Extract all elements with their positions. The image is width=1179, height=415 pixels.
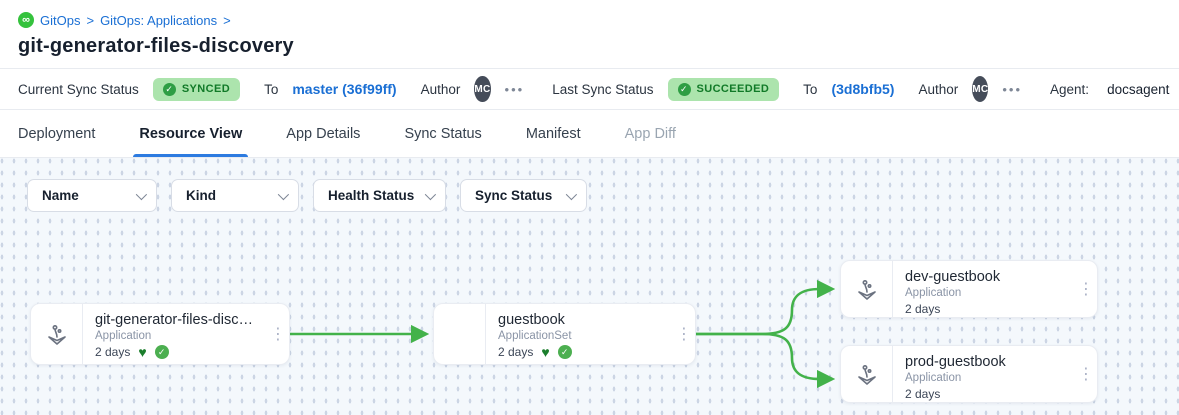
tab-bar: Deployment Resource View App Details Syn… xyxy=(0,110,1179,158)
current-author-label: Author xyxy=(420,81,461,97)
argo-app-icon xyxy=(841,346,893,402)
tab-app-details[interactable]: App Details xyxy=(286,125,361,142)
current-more-icon[interactable]: ••• xyxy=(504,81,525,97)
chevron-down-icon xyxy=(277,188,290,200)
sync-check-icon: ✓ xyxy=(154,345,169,359)
breadcrumb: ∞ GitOps > GitOps: Applications > xyxy=(18,12,1161,28)
health-heart-icon: ♥ xyxy=(541,344,550,360)
filter-health-status-label: Health Status xyxy=(328,188,415,203)
node-age: 2 days xyxy=(498,345,534,359)
current-sync-status-label: Current Sync Status xyxy=(18,81,139,97)
node-title: prod-guestbook xyxy=(905,354,1006,370)
filter-sync-status-label: Sync Status xyxy=(475,188,553,203)
tab-sync-status[interactable]: Sync Status xyxy=(404,125,482,142)
tab-deployment[interactable]: Deployment xyxy=(18,125,96,142)
node-body: git-generator-files-disco... Application… xyxy=(83,304,267,364)
last-sync-status-label: Last Sync Status xyxy=(552,81,654,97)
resource-graph: Name Kind Health Status Sync Status xyxy=(0,158,1179,415)
page-title: git-generator-files-discovery xyxy=(18,35,294,57)
node-age: 2 days xyxy=(95,345,131,359)
page-header: ∞ GitOps > GitOps: Applications > git-ge… xyxy=(0,0,1179,68)
status-bar: Current Sync Status ✓ SYNCED To master (… xyxy=(0,68,1179,110)
node-title: dev-guestbook xyxy=(905,269,1001,285)
filter-kind-dropdown[interactable]: Kind xyxy=(171,179,299,212)
chevron-down-icon xyxy=(565,188,578,200)
node-kind: ApplicationSet xyxy=(498,330,572,342)
chevron-down-icon xyxy=(135,188,148,200)
current-to-label: To xyxy=(264,81,279,97)
last-author-label: Author xyxy=(918,81,959,97)
node-body: guestbook ApplicationSet 2 days ♥ ✓ xyxy=(486,304,673,364)
gitops-logo-icon: ∞ xyxy=(18,12,34,28)
breadcrumb-gitops[interactable]: GitOps xyxy=(40,12,81,28)
last-sync-status-value: SUCCEEDED xyxy=(696,83,770,95)
node-body: dev-guestbook Application 2 days xyxy=(893,261,1075,317)
filter-kind-label: Kind xyxy=(186,188,216,203)
node-guestbook[interactable]: guestbook ApplicationSet 2 days ♥ ✓ ⋮ xyxy=(433,303,696,365)
node-menu-kebab-icon[interactable]: ⋮ xyxy=(1078,281,1094,298)
breadcrumb-separator: > xyxy=(86,12,95,28)
last-sync-status-badge: ✓ SUCCEEDED xyxy=(667,77,780,101)
agent-label: Agent: xyxy=(1050,81,1090,97)
last-to-label: To xyxy=(803,81,818,97)
tab-manifest[interactable]: Manifest xyxy=(525,125,581,142)
node-age: 2 days xyxy=(905,302,941,316)
current-sync-status-badge: ✓ SYNCED xyxy=(152,77,241,101)
current-author-avatar[interactable]: MC xyxy=(474,76,491,102)
current-revision-link[interactable]: master (36f99ff) xyxy=(292,81,397,97)
breadcrumb-applications[interactable]: GitOps: Applications xyxy=(100,12,218,28)
node-age: 2 days xyxy=(905,387,941,401)
node-title: guestbook xyxy=(498,312,565,328)
current-sync-status-value: SYNCED xyxy=(181,83,231,95)
last-more-icon[interactable]: ••• xyxy=(1002,81,1023,97)
node-kind: Application xyxy=(905,372,962,384)
health-heart-icon: ♥ xyxy=(138,344,147,360)
filter-name-dropdown[interactable]: Name xyxy=(27,179,157,212)
node-menu-kebab-icon[interactable]: ⋮ xyxy=(1078,366,1094,383)
node-title: git-generator-files-disco... xyxy=(95,312,257,328)
node-menu-kebab-icon[interactable]: ⋮ xyxy=(676,326,692,343)
check-circle-icon: ✓ xyxy=(677,82,691,96)
node-kind: Application xyxy=(95,330,152,342)
filter-sync-status-dropdown[interactable]: Sync Status xyxy=(460,179,587,212)
chevron-down-icon xyxy=(424,188,437,200)
filter-name-label: Name xyxy=(42,188,79,203)
sync-check-icon: ✓ xyxy=(557,345,572,359)
filter-health-status-dropdown[interactable]: Health Status xyxy=(313,179,446,212)
node-git-generator-files-discovery[interactable]: git-generator-files-disco... Application… xyxy=(30,303,290,365)
breadcrumb-separator: > xyxy=(223,12,231,28)
node-prod-guestbook[interactable]: prod-guestbook Application 2 days ⋮ xyxy=(840,345,1098,403)
last-revision-link[interactable]: (3d8bfb5) xyxy=(831,81,895,97)
argo-app-icon xyxy=(31,304,83,364)
check-circle-icon: ✓ xyxy=(162,82,176,96)
node-body: prod-guestbook Application 2 days xyxy=(893,346,1075,402)
node-dev-guestbook[interactable]: dev-guestbook Application 2 days ⋮ xyxy=(840,260,1098,318)
last-author-avatar[interactable]: MC xyxy=(972,76,989,102)
node-kind: Application xyxy=(905,287,962,299)
empty-icon-cell xyxy=(434,304,486,364)
argo-app-icon xyxy=(841,261,893,317)
agent-value: docsagent xyxy=(1107,81,1170,97)
tab-resource-view[interactable]: Resource View xyxy=(133,110,249,157)
filter-bar: Name Kind Health Status Sync Status xyxy=(27,179,587,212)
node-menu-kebab-icon[interactable]: ⋮ xyxy=(270,326,286,343)
tab-app-diff: App Diff xyxy=(624,125,676,142)
